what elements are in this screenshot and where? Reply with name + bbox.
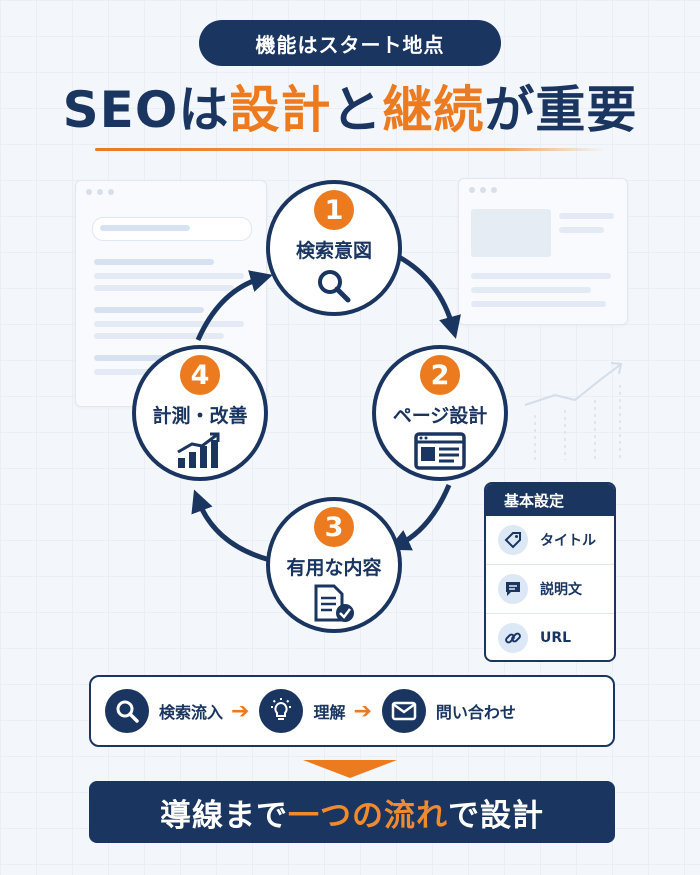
arrow-1-to-2 xyxy=(397,254,461,339)
arrow-3-to-4 xyxy=(191,489,271,563)
headline-part1: SEOは xyxy=(62,81,230,139)
step-label-2: ページ設計 xyxy=(392,405,488,427)
basic-settings-card: 基本設定 タイトル 説明文 URL xyxy=(484,482,616,662)
top-pill: 機能はスタート地点 xyxy=(199,20,501,66)
magnifier-icon xyxy=(318,270,351,303)
settings-item-label: 説明文 xyxy=(540,582,582,598)
settings-item-description: 説明文 xyxy=(486,565,614,614)
flow-arrow: ➔ xyxy=(231,698,250,724)
tag-icon xyxy=(498,525,528,555)
search-icon xyxy=(105,689,149,733)
flow-step-contact: 問い合わせ xyxy=(381,689,516,733)
mail-icon xyxy=(381,689,426,733)
flow-arrow: ➔ xyxy=(353,698,372,724)
browser-window-icon xyxy=(414,432,466,470)
headline-underline xyxy=(95,148,605,151)
headline-part2: 設計 xyxy=(229,81,332,139)
step-number-1: 1 xyxy=(314,190,354,230)
headline-part5: が重要 xyxy=(484,81,638,139)
flow-step-label: 検索流入 xyxy=(159,703,224,722)
flow-step-understand: 理解 xyxy=(259,689,345,733)
settings-item-title: タイトル xyxy=(486,516,614,565)
document-check-icon xyxy=(314,584,354,622)
flow-step-label: 理解 xyxy=(313,703,346,722)
banner-part3: で設計 xyxy=(448,797,544,834)
headline-part4: 継続 xyxy=(382,81,485,139)
cycle-node-1: 1 検索意図 xyxy=(266,180,402,316)
settings-item-label: タイトル xyxy=(540,533,596,549)
step-label-1: 検索意図 xyxy=(295,240,372,262)
settings-item-url: URL xyxy=(486,614,614,660)
cycle-node-4: 4 計測・改善 xyxy=(132,345,268,481)
down-arrow xyxy=(303,760,397,778)
headline: SEOは設計と継続が重要 xyxy=(0,80,700,140)
cycle-node-2: 2 ページ設計 xyxy=(372,345,508,481)
conversion-flow: 検索流入 ➔ 理解 ➔ 問い合わせ xyxy=(89,675,615,747)
banner-part1: 導線まで xyxy=(160,797,288,834)
arrow-2-to-3 xyxy=(387,484,452,551)
step-number-4: 4 xyxy=(180,355,220,395)
banner-part2: 一つの流れ xyxy=(288,797,448,834)
flow-step-label: 問い合わせ xyxy=(435,703,516,722)
step-label-4: 計測・改善 xyxy=(152,405,248,427)
settings-item-label: URL xyxy=(540,630,572,646)
chat-bubble-icon xyxy=(498,574,528,604)
background-trend-icon xyxy=(524,362,623,460)
bottom-banner: 導線まで一つの流れで設計 xyxy=(89,781,615,843)
growth-chart-icon xyxy=(177,432,220,468)
background-page-mock xyxy=(458,178,628,325)
cycle-node-3: 3 有用な内容 xyxy=(266,497,402,633)
arrow-4-to-1 xyxy=(195,270,273,342)
lightbulb-icon xyxy=(259,689,304,733)
flow-step-search: 検索流入 xyxy=(105,689,223,733)
settings-card-title: 基本設定 xyxy=(486,484,614,516)
step-number-3: 3 xyxy=(314,507,354,547)
step-number-2: 2 xyxy=(420,355,460,395)
step-label-3: 有用な内容 xyxy=(286,557,382,579)
headline-part3: と xyxy=(331,81,383,139)
link-icon xyxy=(498,623,528,653)
cycle-arrows xyxy=(191,254,461,563)
